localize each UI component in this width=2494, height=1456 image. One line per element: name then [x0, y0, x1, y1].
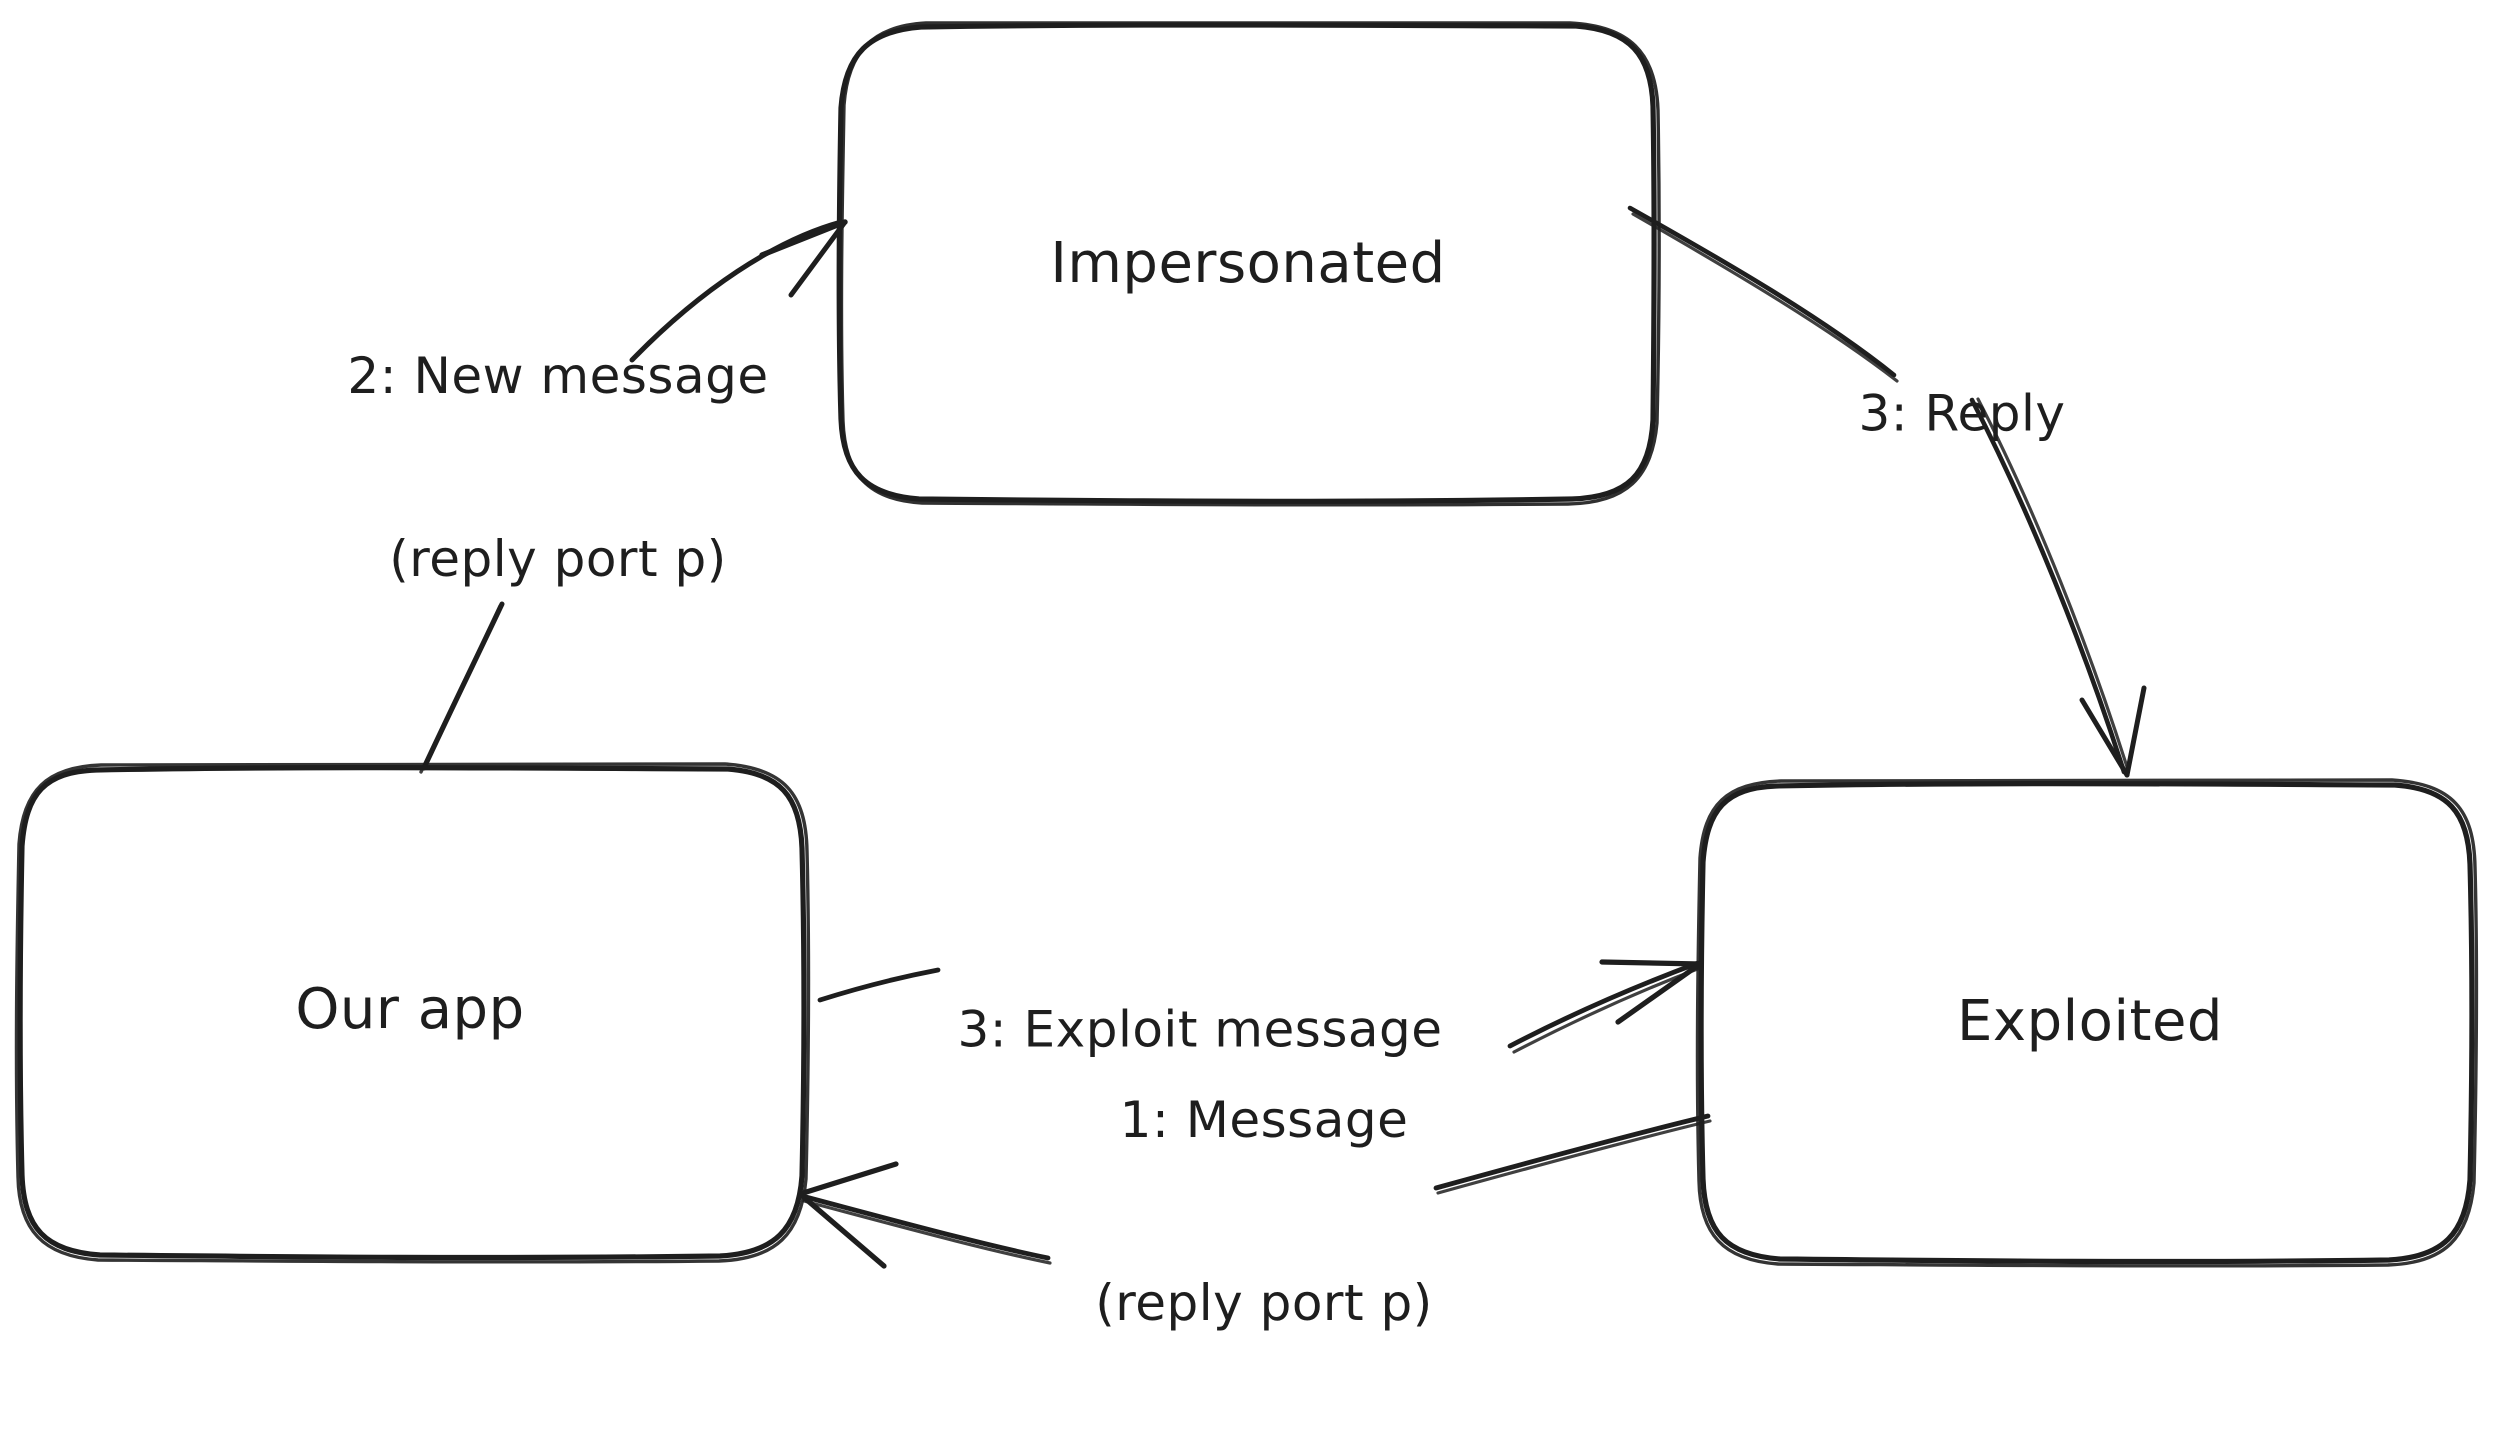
node-exploited-outline-a — [1698, 781, 2475, 1265]
edge-new-message-arrowhead-1 — [759, 219, 848, 258]
edge-message-line-c — [799, 1193, 1051, 1261]
node-impersonated-outline-a — [836, 22, 1657, 504]
node-our-app[interactable] — [14, 762, 811, 1264]
edge-message-line-d — [802, 1199, 1052, 1265]
node-label-impersonated: Impersonated — [1050, 230, 1446, 296]
node-impersonated-outline-b — [839, 21, 1661, 507]
edge-label-reply: 3: Reply — [1858, 262, 2065, 567]
edge-reply[interactable] — [1627, 205, 2147, 778]
edge-exploit-message-line-c — [1512, 966, 1702, 1054]
edge-label-message-line1: 1: Message — [1119, 1091, 1409, 1149]
edge-label-exploit-message: 3: Exploit message — [957, 878, 1442, 1183]
edge-exploit-message-line-b — [1507, 960, 1701, 1049]
edge-reply-line-c — [1969, 397, 2127, 775]
edge-label-new-message: 2: New message (reply port p) — [347, 224, 768, 712]
edge-new-message-arrowhead-2 — [788, 219, 848, 298]
edge-label-message: 1: Message (reply port p) — [1095, 968, 1432, 1456]
edge-new-message-line-b — [419, 604, 502, 774]
edge-reply-line-a — [1627, 205, 1897, 378]
edge-reply-line-b — [1631, 212, 1899, 383]
edge-label-exploit-message-line1: 3: Exploit message — [957, 1000, 1443, 1059]
edge-new-message-line-c — [629, 219, 844, 363]
node-our-app-outline-a — [17, 765, 807, 1261]
edge-reply-arrowhead-2 — [2124, 685, 2147, 778]
edge-label-reply-line1: 3: Reply — [1858, 384, 2066, 443]
edge-label-message-line2: (reply port p) — [1095, 1274, 1433, 1332]
edge-exploit-message[interactable] — [817, 959, 1703, 1054]
edge-message-line-b — [1436, 1119, 1712, 1195]
edge-exploit-message-arrowhead-2 — [1615, 961, 1703, 1025]
node-label-exploited: Exploited — [1957, 988, 2223, 1054]
edge-message-arrowhead-2 — [797, 1191, 887, 1269]
node-impersonated[interactable] — [836, 21, 1661, 507]
diagram-canvas: Impersonated Our app Exploited 2: New me… — [14, 21, 2479, 1332]
node-label-our-app: Our app — [295, 976, 525, 1042]
edge-message-arrowhead-1 — [797, 1161, 899, 1197]
edge-label-new-message-line2: (reply port p) — [389, 530, 727, 588]
edge-label-new-message-line1: 2: New message — [347, 347, 769, 405]
node-exploited[interactable] — [1695, 778, 2479, 1268]
edge-reply-arrowhead-1 — [2079, 697, 2130, 778]
edge-message-line-a — [1433, 1113, 1711, 1191]
edge-exploit-message-arrowhead-1 — [1599, 959, 1703, 967]
node-our-app-outline-b — [14, 762, 811, 1264]
diagram-sketch-layer — [14, 21, 2479, 1269]
edge-new-message[interactable] — [419, 219, 848, 774]
edge-exploit-message-line-a — [817, 967, 941, 1003]
edge-reply-line-d — [1976, 397, 2130, 772]
node-exploited-outline-b — [1695, 778, 2479, 1268]
edge-message[interactable] — [797, 1113, 1712, 1269]
